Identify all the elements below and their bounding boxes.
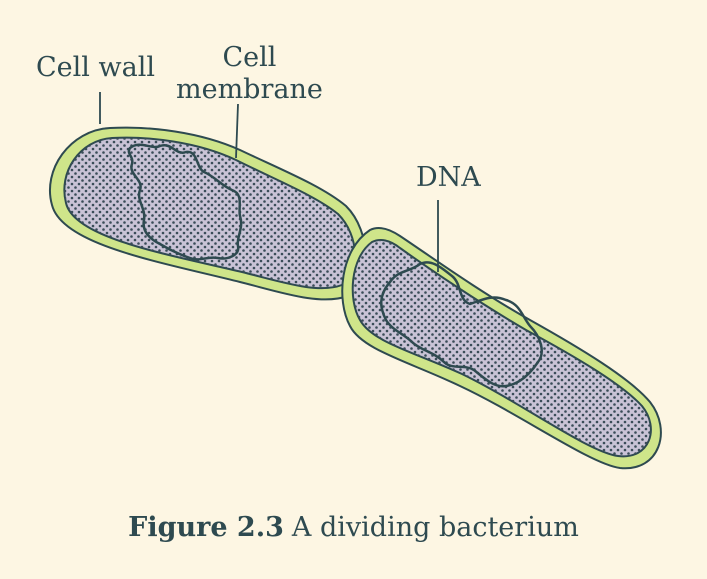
cell-wall-label: Cell wall: [36, 52, 155, 83]
dna-label: DNA: [416, 162, 481, 193]
left-dna: [127, 143, 243, 261]
figure-caption-text: A dividing bacterium: [291, 512, 579, 543]
figure-number: Figure 2.3: [128, 512, 284, 543]
cell-membrane-label: Cell membrane: [176, 42, 323, 106]
right-dna: [380, 261, 543, 388]
cell-membrane-label-line1: Cell: [222, 42, 277, 73]
cell-membrane-leader-line: [235, 103, 239, 159]
cell-membrane-label-line2: membrane: [176, 74, 323, 105]
